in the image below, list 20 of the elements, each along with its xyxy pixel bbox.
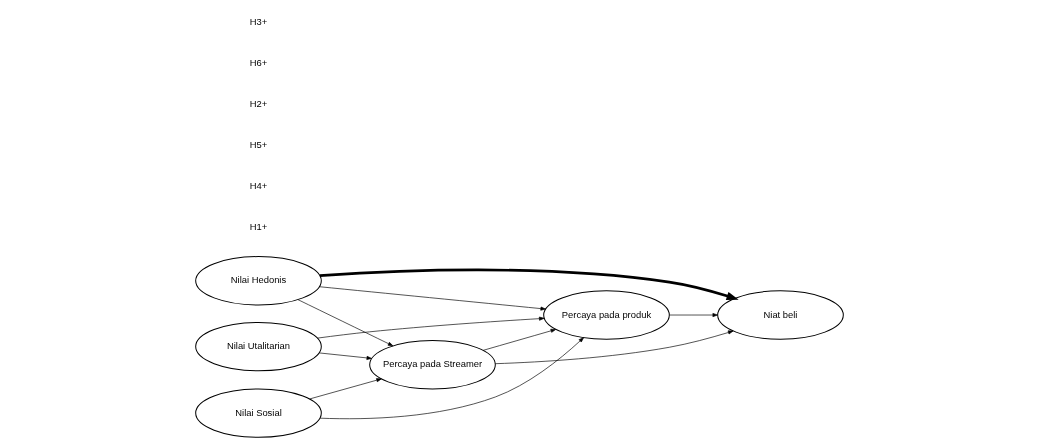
arrow	[318, 286, 546, 311]
arrow	[668, 313, 718, 317]
label: H6+	[249, 57, 267, 69]
arrow	[308, 378, 382, 400]
arrow	[319, 268, 739, 300]
label: H1+	[249, 221, 267, 233]
arrow	[297, 299, 393, 347]
label: H4+	[249, 180, 267, 192]
arrow	[319, 337, 584, 420]
node-ellipse: Nilai Utalitarian	[194, 321, 322, 372]
arrow	[482, 328, 556, 351]
label: H2+	[249, 98, 267, 110]
label: H5+	[249, 139, 267, 151]
node-ellipse: Nilai Hedonis	[194, 256, 322, 306]
arrow	[318, 352, 372, 360]
label: H3+	[249, 16, 267, 28]
arrow	[316, 316, 544, 339]
node-ellipse: Percaya pada produk	[542, 290, 670, 340]
node-ellipse: Nilai Sosial	[194, 388, 322, 438]
arrow	[494, 330, 733, 365]
